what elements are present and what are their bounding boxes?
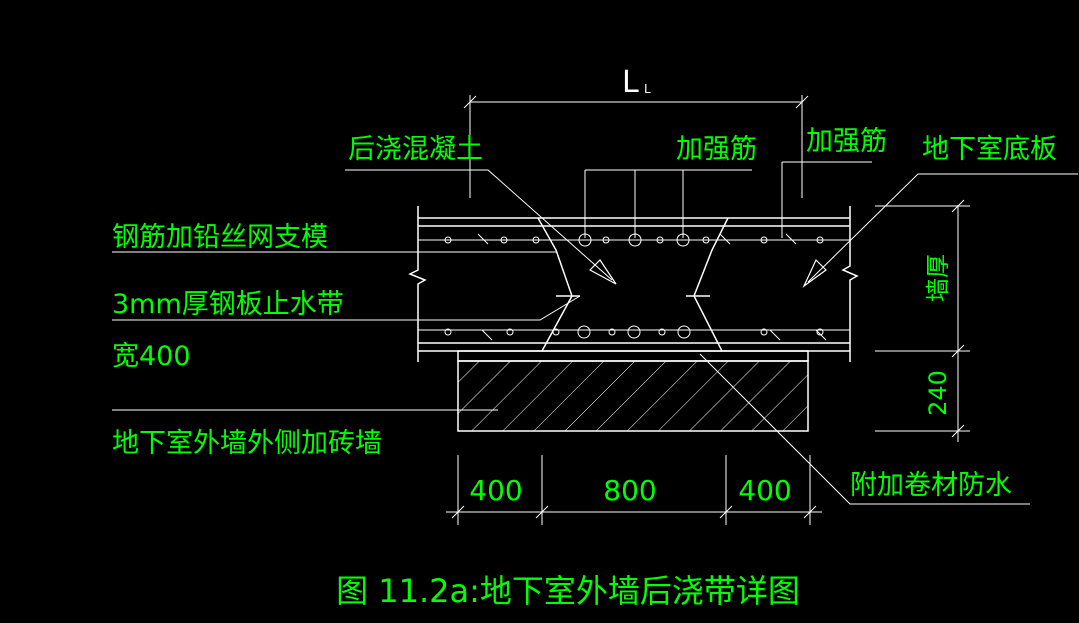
rebar-dot-group <box>444 233 827 341</box>
bottom-dimension-middle: 800 <box>603 474 656 507</box>
rebar-dot <box>656 236 664 244</box>
right-break-line <box>841 206 859 362</box>
bottom-dimension <box>446 455 822 525</box>
rebar-dot <box>658 328 666 336</box>
rebar-tick <box>477 233 489 245</box>
label-waterstop-width: 宽400 <box>112 341 191 372</box>
rebar-dot <box>760 236 768 244</box>
top-dimension <box>463 95 809 198</box>
rebar-dot <box>602 236 610 244</box>
brick-wall-hatch <box>457 360 809 432</box>
rebar-tick <box>719 233 731 245</box>
reinforcement-bar-dot <box>677 325 691 339</box>
rebar-dot <box>760 328 768 336</box>
rebar-tick <box>815 329 827 341</box>
rebar-dot <box>608 328 616 336</box>
label-reinforcement-bar-2: 加强筋 <box>806 126 887 157</box>
left-break-line <box>408 206 427 362</box>
label-outer-brick-wall: 地下室外墙外侧加砖墙 <box>112 428 382 459</box>
rebar-dot <box>702 236 710 244</box>
rebar-dot <box>500 236 508 244</box>
wall-section <box>408 206 859 362</box>
bottom-dimension-left: 400 <box>469 474 522 507</box>
rebar-dot <box>444 328 452 336</box>
label-post-pour-concrete: 后浇混凝土 <box>348 134 483 165</box>
leader-arrows <box>589 258 827 288</box>
label-reinforcement-bar-1: 加强筋 <box>676 134 757 165</box>
rebar-tick <box>785 233 797 245</box>
top-dimension-symbol: L <box>622 65 639 100</box>
right-dimension <box>875 199 970 442</box>
rebar-dot <box>552 328 560 336</box>
rebar-dot <box>816 236 824 244</box>
annotation-labels: 后浇混凝土 加强筋 加强筋 地下室底板 钢筋加铅丝网支模 3mm厚钢板止水带 宽… <box>112 126 1057 501</box>
reinforcement-bar-dot <box>627 325 641 339</box>
rebar-dot <box>444 236 452 244</box>
label-basement-floor-slab: 地下室底板 <box>922 134 1057 165</box>
leader-lines <box>112 161 1078 505</box>
rebar-dot <box>506 328 514 336</box>
reinforcement-bar-dot <box>577 325 591 339</box>
right-dimension-brick: 240 <box>924 370 952 416</box>
figure-caption: 图 11.2a:地下室外墙后浇带详图 <box>336 572 800 610</box>
label-extra-waterproof-membrane: 附加卷材防水 <box>850 470 1012 501</box>
bottom-dimension-right: 400 <box>738 474 791 507</box>
label-rebar-wire-mesh: 钢筋加铅丝网支模 <box>112 222 328 253</box>
label-steel-waterstop: 3mm厚钢板止水带 <box>112 289 344 320</box>
brick-wall <box>457 350 809 432</box>
rebar-dot <box>816 328 824 336</box>
rebar-dot <box>532 236 540 244</box>
top-dimension-subscript: L <box>644 82 651 96</box>
rebar-tick <box>481 329 493 341</box>
rebar-tick <box>769 329 781 341</box>
post-pour-strip-outline <box>537 217 729 352</box>
right-dimension-thickness: 墙厚 <box>924 254 952 302</box>
rebar-lines <box>418 239 850 331</box>
brick-wall-cap <box>457 350 809 362</box>
